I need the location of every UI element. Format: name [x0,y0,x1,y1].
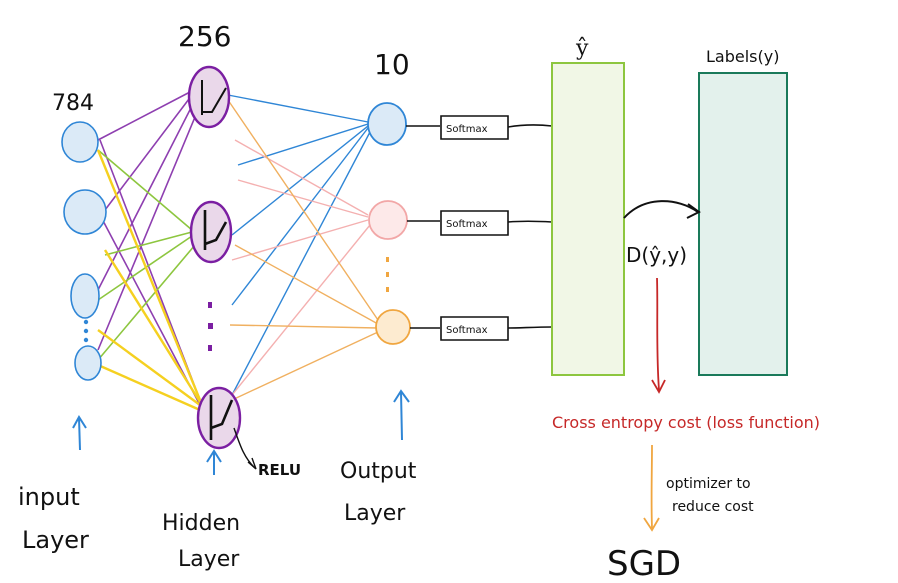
input-pointer-arrow [72,415,87,451]
input-hidden-connections [96,91,202,412]
softmax-box [440,316,509,341]
conn-blue [237,123,369,166]
hidden-node [196,386,242,450]
optimizer-label-line2: reduce cost [672,499,754,515]
layer-pointers [72,389,410,475]
loss-arrow [656,277,660,391]
hidden-layer-label-line2: Layer [178,547,240,572]
input-layer-label-line1: input [18,483,80,511]
labels-box [698,72,788,376]
hidden-layer-label-line1: Hidden [162,511,240,536]
softmax-box [440,210,509,236]
softmax-label: Softmax [446,219,488,230]
hidden-count: 256 [178,20,231,53]
hidden-node [187,65,231,129]
conn-pink [231,224,371,396]
hidden-ellipsis [208,302,213,351]
input-node [70,273,100,319]
conn-green [104,231,193,256]
conn-blue [231,127,369,306]
conn-green [97,149,193,231]
input-ellipsis [83,319,89,343]
compare-arrow [623,200,699,219]
output-layer-label-line2: Layer [344,501,406,526]
conn-yellow [97,363,201,412]
softmax-label: Softmax [446,124,488,135]
output-ellipsis [386,257,389,292]
conn-yellow [97,329,201,406]
input-node [74,345,102,381]
conn-purple [97,91,191,141]
conn-orange [227,99,379,321]
conn-yellow [96,149,202,401]
conn-pink [237,179,369,218]
conn-blue [231,125,369,236]
conn-purple [97,104,201,351]
input-node [61,121,99,163]
output-node [367,102,407,146]
output-node [375,309,411,345]
hidden-node [189,200,233,264]
optimizer-label-line1: optimizer to [666,476,751,492]
input-layer [61,121,107,381]
softmax-box [440,115,509,140]
output-layer-label-line1: Output [340,459,417,484]
conn-blue [227,94,369,123]
output-node [368,200,408,240]
conn-blue [231,131,371,396]
conn-orange [229,324,379,329]
conn-yellow [103,249,202,403]
output-count: 10 [374,48,410,81]
input-node [63,189,107,235]
conn-orange [234,244,379,325]
labels-y-label: Labels(y) [706,47,779,66]
relu-label: RELU [258,461,301,479]
conn-pink [231,219,369,261]
cross-entropy-label: Cross entropy cost (loss function) [552,413,820,432]
conn-orange [231,331,379,401]
y-hat-box [551,62,625,376]
relu-icon [209,395,234,440]
y-hat-label: ŷ [575,36,589,61]
input-layer-label-line2: Layer [22,526,89,554]
softmax-blocks: Softmax Softmax Softmax [406,115,553,341]
output-pointer-arrow [393,389,410,441]
hidden-output-connections [227,94,379,401]
conn-pink [234,139,369,216]
hidden-layer [187,65,242,450]
softmax-label: Softmax [446,325,488,336]
conn-purple [97,99,196,291]
relu-icon [201,80,227,115]
output-layer [367,102,411,345]
relu-icon [203,210,228,250]
sgd-label: SGD [607,544,681,583]
input-count: 784 [52,91,94,116]
hidden-pointer-arrow [206,449,222,475]
distance-label: D(ŷ,y) [626,243,687,267]
